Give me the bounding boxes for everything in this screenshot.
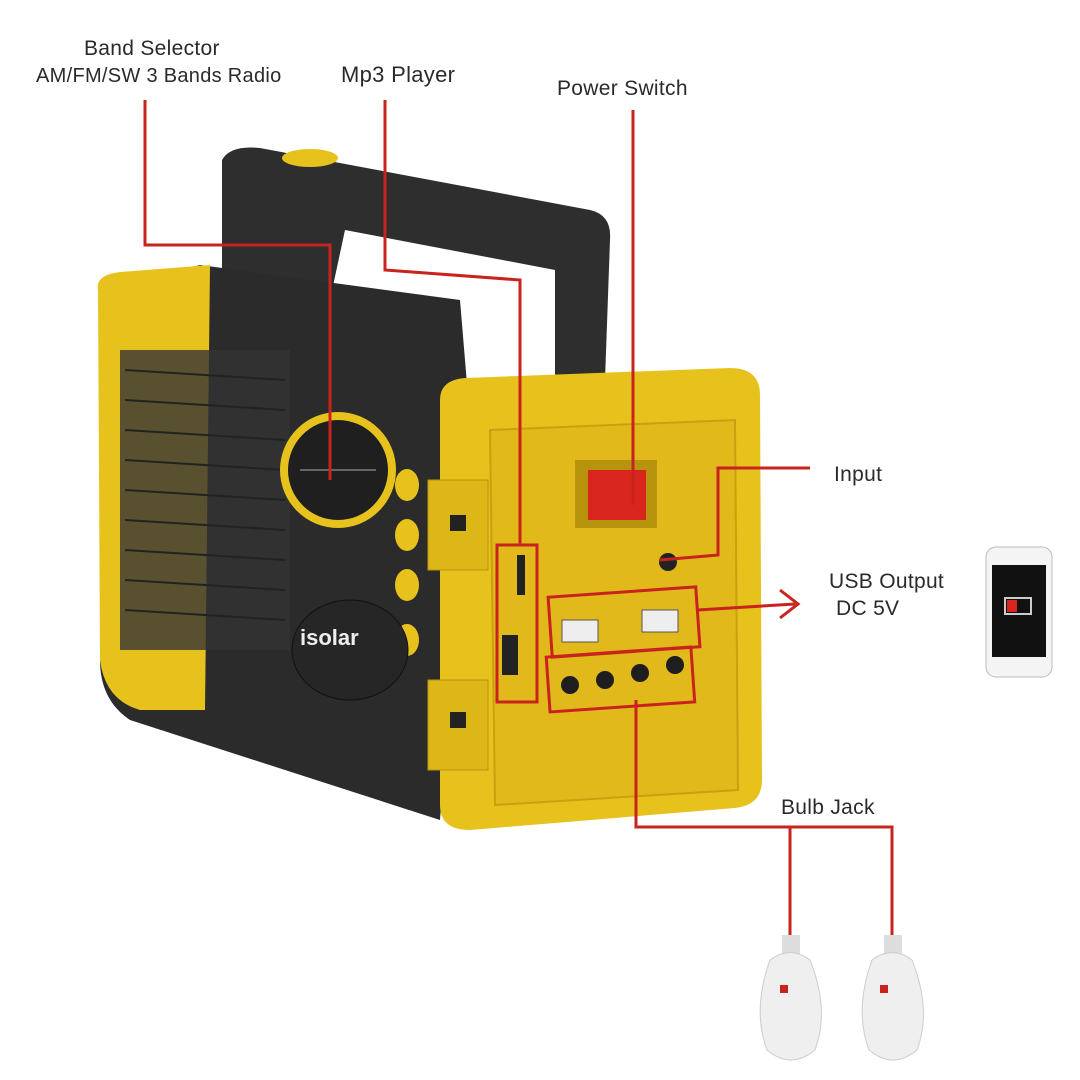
smartphone-icon <box>985 546 1053 678</box>
usb-ports[interactable] <box>561 609 679 643</box>
tuning-dial[interactable] <box>280 412 396 528</box>
carry-handle <box>222 147 611 380</box>
input-label: Input <box>834 463 883 486</box>
mp3-slots[interactable] <box>502 555 525 675</box>
power-switch[interactable] <box>575 460 657 528</box>
input-port[interactable] <box>659 553 677 571</box>
brand-logo: isolar <box>291 599 409 701</box>
callout-lines <box>143 100 894 935</box>
led-bulb-icon <box>759 935 822 1061</box>
usb-output-sublabel: DC 5V <box>836 597 900 620</box>
power-switch-label: Power Switch <box>557 77 688 100</box>
band-selector-label: Band Selector <box>84 37 220 60</box>
mp3-player-label: Mp3 Player <box>341 62 456 87</box>
bulb-jacks[interactable] <box>561 656 684 694</box>
usb-output-label: USB Output <box>829 570 945 593</box>
band-selector-sublabel: AM/FM/SW 3 Bands Radio <box>36 65 282 87</box>
bulb-jack-label: Bulb Jack <box>781 796 875 819</box>
front-panel <box>427 368 762 830</box>
led-bulb-icon <box>861 935 924 1061</box>
svg-text:isolar: isolar <box>300 625 359 650</box>
